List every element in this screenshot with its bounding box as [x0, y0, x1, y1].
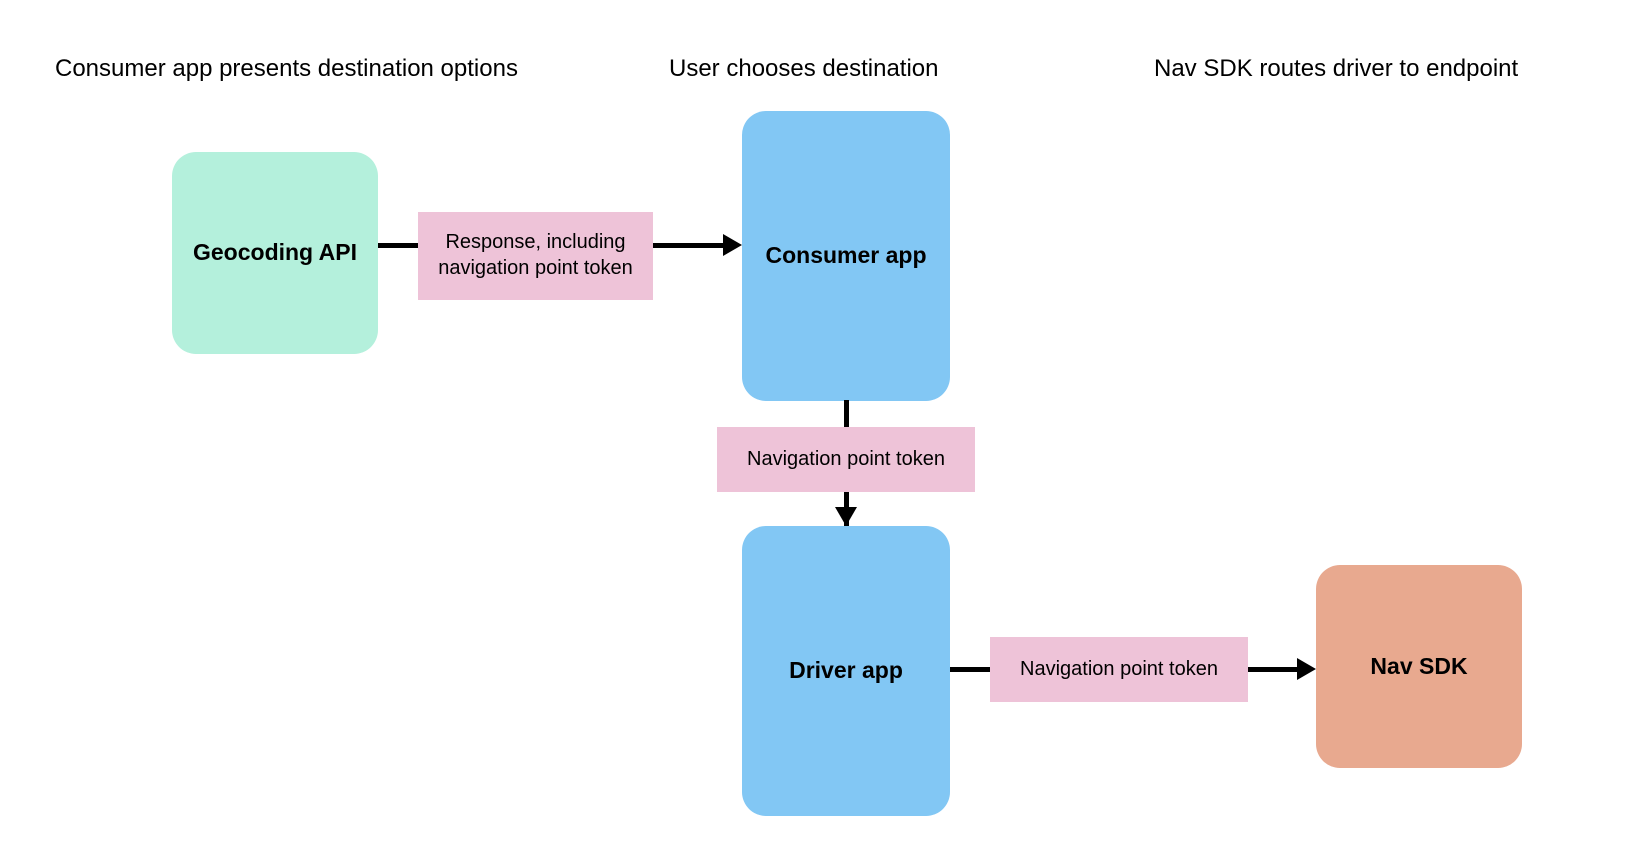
connector-token-label-to-nav-sdk: [1248, 667, 1298, 672]
node-nav-sdk[interactable]: Nav SDK: [1316, 565, 1522, 768]
connector-driver-app-to-token-label: [950, 667, 992, 672]
connector-geocoding-to-response-label: [378, 243, 420, 248]
edge-label-response-text: Response, including navigation point tok…: [438, 231, 633, 279]
edge-label-driver-to-nav-sdk-text: Navigation point token: [1020, 657, 1218, 680]
edge-label-navigation-point-token-driver-to-nav-sdk: Navigation point token: [990, 637, 1248, 702]
node-consumer-app[interactable]: Consumer app: [742, 111, 950, 401]
node-driver-app-label: Driver app: [789, 657, 903, 684]
arrowhead-down-icon-into-driver-app: [835, 507, 857, 526]
connector-response-label-to-consumer-app: [653, 243, 727, 248]
arrowhead-right-icon-into-consumer-app: [723, 234, 742, 256]
edge-label-navigation-point-token-consumer-to-driver: Navigation point token: [717, 427, 975, 492]
column-header-consumer-app-presents: Consumer app presents destination option…: [55, 55, 518, 82]
arrowhead-right-icon-into-nav-sdk: [1297, 658, 1316, 680]
node-consumer-app-label: Consumer app: [765, 242, 927, 269]
node-nav-sdk-label: Nav SDK: [1370, 652, 1468, 679]
column-header-nav-sdk-routes-driver: Nav SDK routes driver to endpoint: [1154, 55, 1519, 82]
edge-label-consumer-to-driver-text: Navigation point token: [747, 447, 945, 470]
node-driver-app[interactable]: Driver app: [742, 526, 950, 816]
edge-label-response-including-navigation-point-token: Response, including navigation point tok…: [418, 212, 653, 300]
node-geocoding-api[interactable]: Geocoding API: [172, 152, 378, 354]
node-geocoding-api-label: Geocoding API: [193, 239, 357, 266]
connector-consumer-app-to-token-label: [844, 400, 849, 428]
column-header-user-chooses-destination: User chooses destination: [669, 55, 939, 82]
